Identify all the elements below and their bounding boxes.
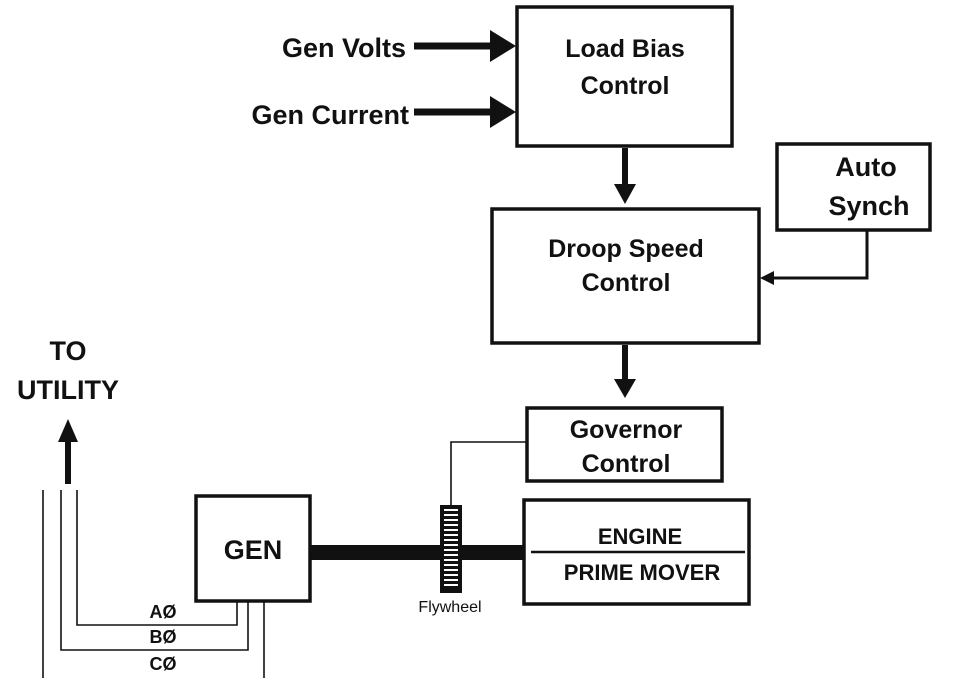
flywheel-tooth	[444, 554, 458, 556]
phase-b-label: BØ	[150, 627, 177, 647]
flywheel-tooth	[444, 564, 458, 566]
governor-sensor-line	[450, 441, 527, 506]
gen-volts-label: Gen Volts	[282, 33, 406, 63]
gen-label: GEN	[224, 535, 283, 565]
flywheel-tooth	[444, 509, 458, 511]
flywheel-icon	[440, 505, 462, 593]
flywheel-tooth	[444, 569, 458, 571]
to-utility-label-line1: TO	[49, 336, 86, 366]
flywheel-tooth	[444, 534, 458, 536]
phase-a-label: AØ	[150, 602, 177, 622]
droop-speed-label-line2: Control	[582, 269, 671, 297]
load-bias-label-line2: Control	[581, 72, 670, 100]
load-bias-label-line1: Load Bias	[565, 35, 684, 63]
flywheel-tooth	[444, 584, 458, 586]
auto-synch-to-droop-arrow	[760, 231, 869, 285]
flywheel-tooth	[444, 549, 458, 551]
flywheel-tooth	[444, 579, 458, 581]
flywheel-tooth	[444, 514, 458, 516]
engine-label: ENGINE	[598, 524, 682, 549]
flywheel-tooth	[444, 519, 458, 521]
prime-mover-label: PRIME MOVER	[564, 560, 721, 585]
droop-speed-label-line1: Droop Speed	[548, 235, 704, 263]
flywheel-tooth	[444, 544, 458, 546]
auto-synch-block: Auto Synch	[775, 142, 932, 232]
flywheel-tooth	[444, 539, 458, 541]
gen-current-label: Gen Current	[251, 100, 409, 130]
auto-synch-label-line2: Synch	[828, 191, 909, 221]
gen-current-arrow	[414, 96, 516, 128]
to-utility-label-line2: UTILITY	[17, 375, 119, 405]
engine-prime-mover-block: ENGINE PRIME MOVER	[522, 498, 751, 606]
load-bias-to-droop-arrow	[614, 148, 636, 204]
to-utility-arrow	[58, 419, 78, 484]
flywheel-label: Flywheel	[418, 599, 481, 616]
generator-block: GEN	[194, 494, 312, 603]
phase-c-label: CØ	[150, 654, 177, 674]
governor-control-block: Governor Control	[525, 406, 724, 483]
flywheel-tooth	[444, 524, 458, 526]
flywheel-tooth	[444, 559, 458, 561]
three-phase-wiring	[42, 490, 265, 678]
governor-label-line2: Control	[582, 450, 671, 478]
flywheel-tooth	[444, 574, 458, 576]
flywheel-tooth	[444, 529, 458, 531]
droop-speed-control-block: Droop Speed Control	[490, 207, 761, 345]
droop-to-governor-arrow	[614, 345, 636, 398]
governor-label-line1: Governor	[570, 416, 683, 444]
gen-volts-arrow	[414, 30, 516, 62]
load-bias-control-block: Load Bias Control	[515, 5, 734, 148]
drive-shaft	[311, 545, 525, 560]
auto-synch-label-line1: Auto	[835, 152, 896, 182]
